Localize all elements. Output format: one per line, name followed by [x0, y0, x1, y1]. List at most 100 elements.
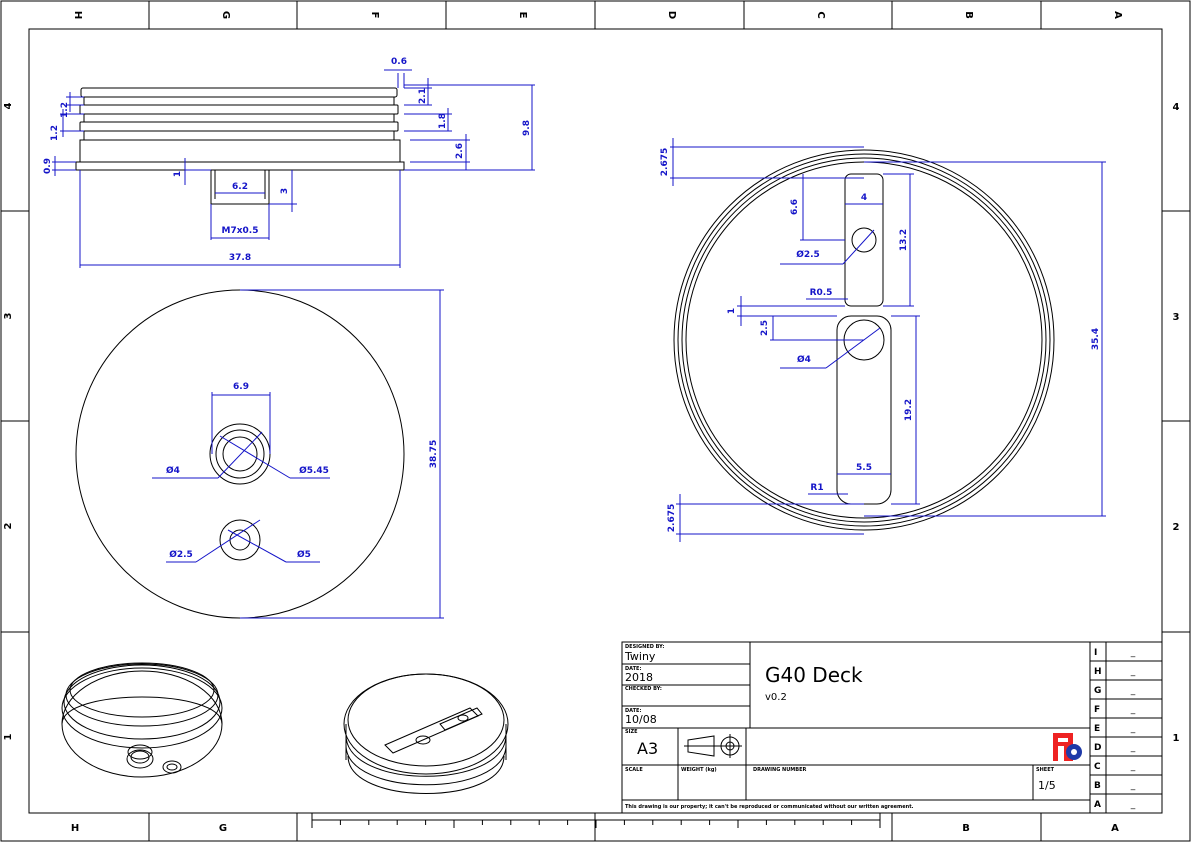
- dim-38-75: 38.75: [429, 440, 439, 468]
- checked-by-label: CHECKED BY:: [625, 686, 662, 692]
- revision-letter: G: [1094, 686, 1101, 696]
- dim-dia-5: Ø5: [297, 549, 311, 560]
- dim-6-9: 6.9: [233, 382, 249, 392]
- zone-col-c: C: [815, 11, 826, 18]
- dim-thread: M7x0.5: [222, 226, 259, 236]
- revision-value: _: [1130, 667, 1136, 677]
- sheet-label: SHEET: [1036, 767, 1055, 773]
- revision-value: _: [1130, 648, 1136, 658]
- revision-letter: B: [1094, 781, 1101, 791]
- bottom-view-body: [75, 289, 405, 619]
- revision-letter: A: [1094, 800, 1101, 810]
- zone-col-b: B: [963, 11, 974, 19]
- top-view-dimension-lines: [670, 138, 1106, 542]
- dim-dia-4-top: Ø4: [797, 354, 811, 365]
- zone-row-1: 1: [3, 733, 14, 740]
- zone-row-4-right: 4: [1173, 102, 1180, 113]
- date-value: 2018: [625, 671, 653, 684]
- revision-letter: H: [1094, 667, 1102, 677]
- zone-col-f: F: [369, 12, 380, 19]
- dim-dia-5-45: Ø5.45: [299, 465, 329, 476]
- dim-dia-4: Ø4: [166, 465, 180, 476]
- side-view: 0.6 2.1 1.8 2.6 9.8 1.2 1.2 0.9 1 6.2 3 …: [43, 57, 535, 268]
- zone-col-g: G: [220, 11, 231, 19]
- drawing-version: v0.2: [765, 692, 787, 703]
- zone-col-b-bottom: B: [962, 823, 970, 834]
- zone-col-g-bottom: G: [219, 823, 227, 834]
- dim-35-4: 35.4: [1091, 328, 1101, 350]
- dim-19-2: 19.2: [904, 399, 914, 421]
- top-view: 2.675 6.6 4 13.2 Ø2.5 R0.5 1 2.5 Ø4 35.4…: [660, 138, 1106, 542]
- freecad-logo-icon: [1053, 733, 1082, 761]
- dim-4-width: 4: [861, 193, 867, 203]
- zone-col-a-bottom: A: [1111, 823, 1119, 834]
- scale-ruler: [311, 820, 881, 828]
- bottom-view-dimension-lines: [152, 289, 444, 619]
- dim-0-9: 0.9: [43, 158, 53, 174]
- zone-col-d: D: [666, 11, 677, 19]
- dim-2-1: 2.1: [418, 88, 428, 104]
- isometric-top-view: [343, 673, 509, 794]
- dim-dia-2-5: Ø2.5: [169, 549, 193, 560]
- dim-1: 1: [173, 171, 183, 177]
- revision-letter: C: [1094, 762, 1101, 772]
- revision-value: _: [1130, 781, 1136, 791]
- size-label: SIZE: [625, 729, 638, 735]
- dim-3: 3: [280, 188, 290, 194]
- designed-by-value: Twiny: [624, 650, 656, 663]
- dim-6-6: 6.6: [790, 199, 800, 215]
- side-view-body: [75, 87, 405, 205]
- title-block: DESIGNED BY: Twiny DATE: 2018 CHECKED BY…: [621, 641, 1163, 814]
- side-view-dimension-lines: [52, 69, 535, 268]
- zone-row-3-right: 3: [1173, 312, 1180, 323]
- projection-symbol-icon: [684, 734, 742, 758]
- drawing-number-label: DRAWING NUMBER: [753, 767, 806, 773]
- isometric-bottom-view: [61, 662, 223, 778]
- zone-row-4: 4: [3, 102, 14, 109]
- revision-letter: E: [1094, 724, 1100, 734]
- dim-1-2-upper: 1.2: [60, 102, 70, 118]
- date-label: DATE:: [625, 666, 641, 672]
- zone-labels-right: 4 3 2 1: [1173, 102, 1180, 744]
- dim-2-6: 2.6: [455, 143, 465, 159]
- size-value: A3: [637, 739, 658, 758]
- revision-letter: D: [1094, 743, 1101, 753]
- weight-label: WEIGHT (kg): [681, 767, 717, 773]
- dim-2-675-top: 2.675: [660, 148, 670, 176]
- zone-row-3: 3: [3, 312, 14, 319]
- zone-row-2-right: 2: [1173, 522, 1180, 533]
- zone-labels-top: H G F E D C B A: [72, 11, 1123, 19]
- zone-col-e: E: [517, 12, 528, 19]
- bottom-view: 6.9 Ø4 Ø5.45 Ø2.5 Ø5 38.75: [75, 289, 444, 619]
- scale-label: SCALE: [625, 767, 643, 773]
- designed-by-label: DESIGNED BY:: [625, 644, 664, 650]
- dim-2-5-top: 2.5: [760, 320, 770, 336]
- zone-row-2: 2: [3, 522, 14, 529]
- revision-value: _: [1130, 724, 1136, 734]
- dim-2-675-bottom: 2.675: [667, 504, 677, 532]
- revision-letter: I: [1094, 648, 1097, 658]
- revision-value: _: [1130, 800, 1136, 810]
- zone-col-h: H: [72, 11, 83, 19]
- revision-table: I _ H _ G _ F _ E _ D _ C _ B _ A _: [1090, 648, 1162, 810]
- dim-6-2: 6.2: [232, 182, 248, 192]
- zone-col-h-bottom: H: [71, 823, 79, 834]
- revision-value: _: [1130, 743, 1136, 753]
- revision-letter: F: [1094, 705, 1100, 715]
- zone-labels-left: 4 3 2 1: [3, 102, 14, 740]
- zone-labels-bottom: H G B A: [71, 823, 1119, 834]
- revision-value: _: [1130, 705, 1136, 715]
- zone-col-a: A: [1112, 11, 1123, 19]
- dim-r-1: R1: [810, 483, 823, 493]
- disclaimer: This drawing is our property; it can't b…: [625, 804, 914, 810]
- dim-1-2-lower: 1.2: [50, 125, 60, 141]
- dim-37-8: 37.8: [229, 253, 251, 263]
- revision-value: _: [1130, 686, 1136, 696]
- revision-value: _: [1130, 762, 1136, 772]
- sheet-value: 1/5: [1038, 779, 1056, 792]
- checked-date-label: DATE:: [625, 708, 641, 714]
- zone-row-1-right: 1: [1173, 733, 1180, 744]
- dim-13-2: 13.2: [899, 229, 909, 251]
